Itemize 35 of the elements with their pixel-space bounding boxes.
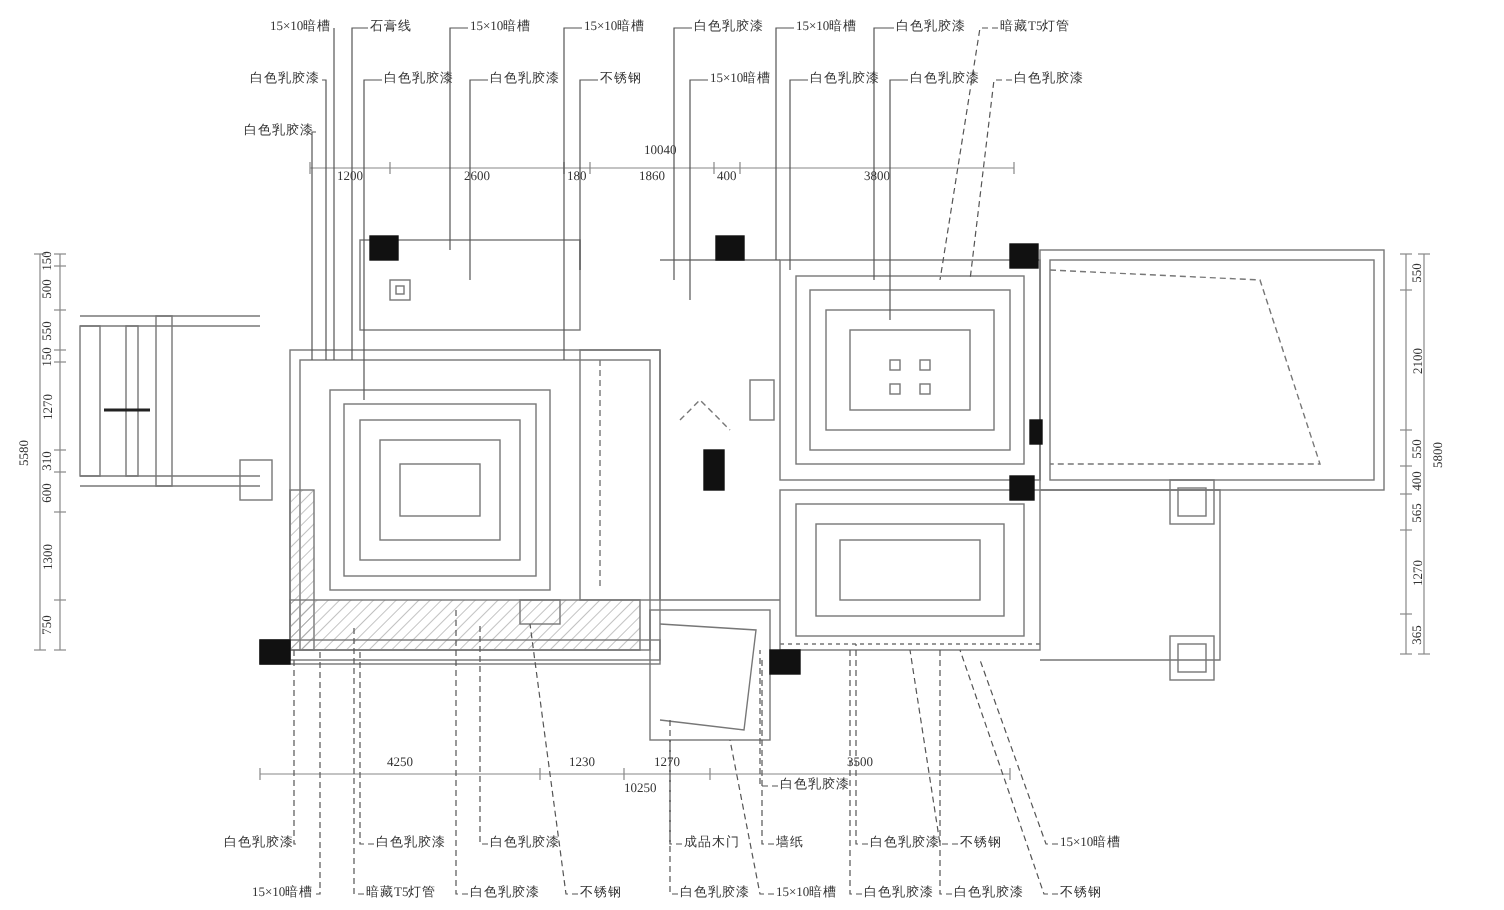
leader-line xyxy=(689,79,709,301)
leader-line xyxy=(759,649,779,787)
leader-line xyxy=(669,719,683,845)
leader-line xyxy=(673,27,693,281)
leader-line xyxy=(351,27,369,361)
leader-line xyxy=(669,739,679,895)
leader-line xyxy=(939,27,999,281)
leader-line xyxy=(579,79,599,271)
leader-line xyxy=(889,79,909,321)
leader-line xyxy=(909,649,959,845)
leader-line xyxy=(455,609,469,895)
leader-line xyxy=(321,79,327,361)
leader-line xyxy=(315,649,321,895)
leader-line xyxy=(729,739,775,895)
leader-line xyxy=(363,79,383,401)
leader-line xyxy=(449,27,469,251)
leader-line xyxy=(311,131,317,361)
leader-line xyxy=(939,649,953,895)
leader-line xyxy=(979,659,1059,845)
leader-line xyxy=(333,27,335,361)
leader-line xyxy=(529,623,579,895)
leader-line xyxy=(359,649,375,845)
leader-line xyxy=(855,643,869,845)
leader-line xyxy=(959,649,1059,895)
leader-line xyxy=(293,649,297,845)
leader-line xyxy=(969,79,1013,281)
leader-line xyxy=(353,623,365,895)
leader-line xyxy=(563,27,583,361)
leader-line xyxy=(789,79,809,271)
leader-line xyxy=(469,79,489,281)
leader-line xyxy=(849,649,863,895)
leader-line xyxy=(761,659,775,845)
leader-line xyxy=(775,27,795,261)
leader-line xyxy=(873,27,895,281)
leader-line xyxy=(479,623,489,845)
